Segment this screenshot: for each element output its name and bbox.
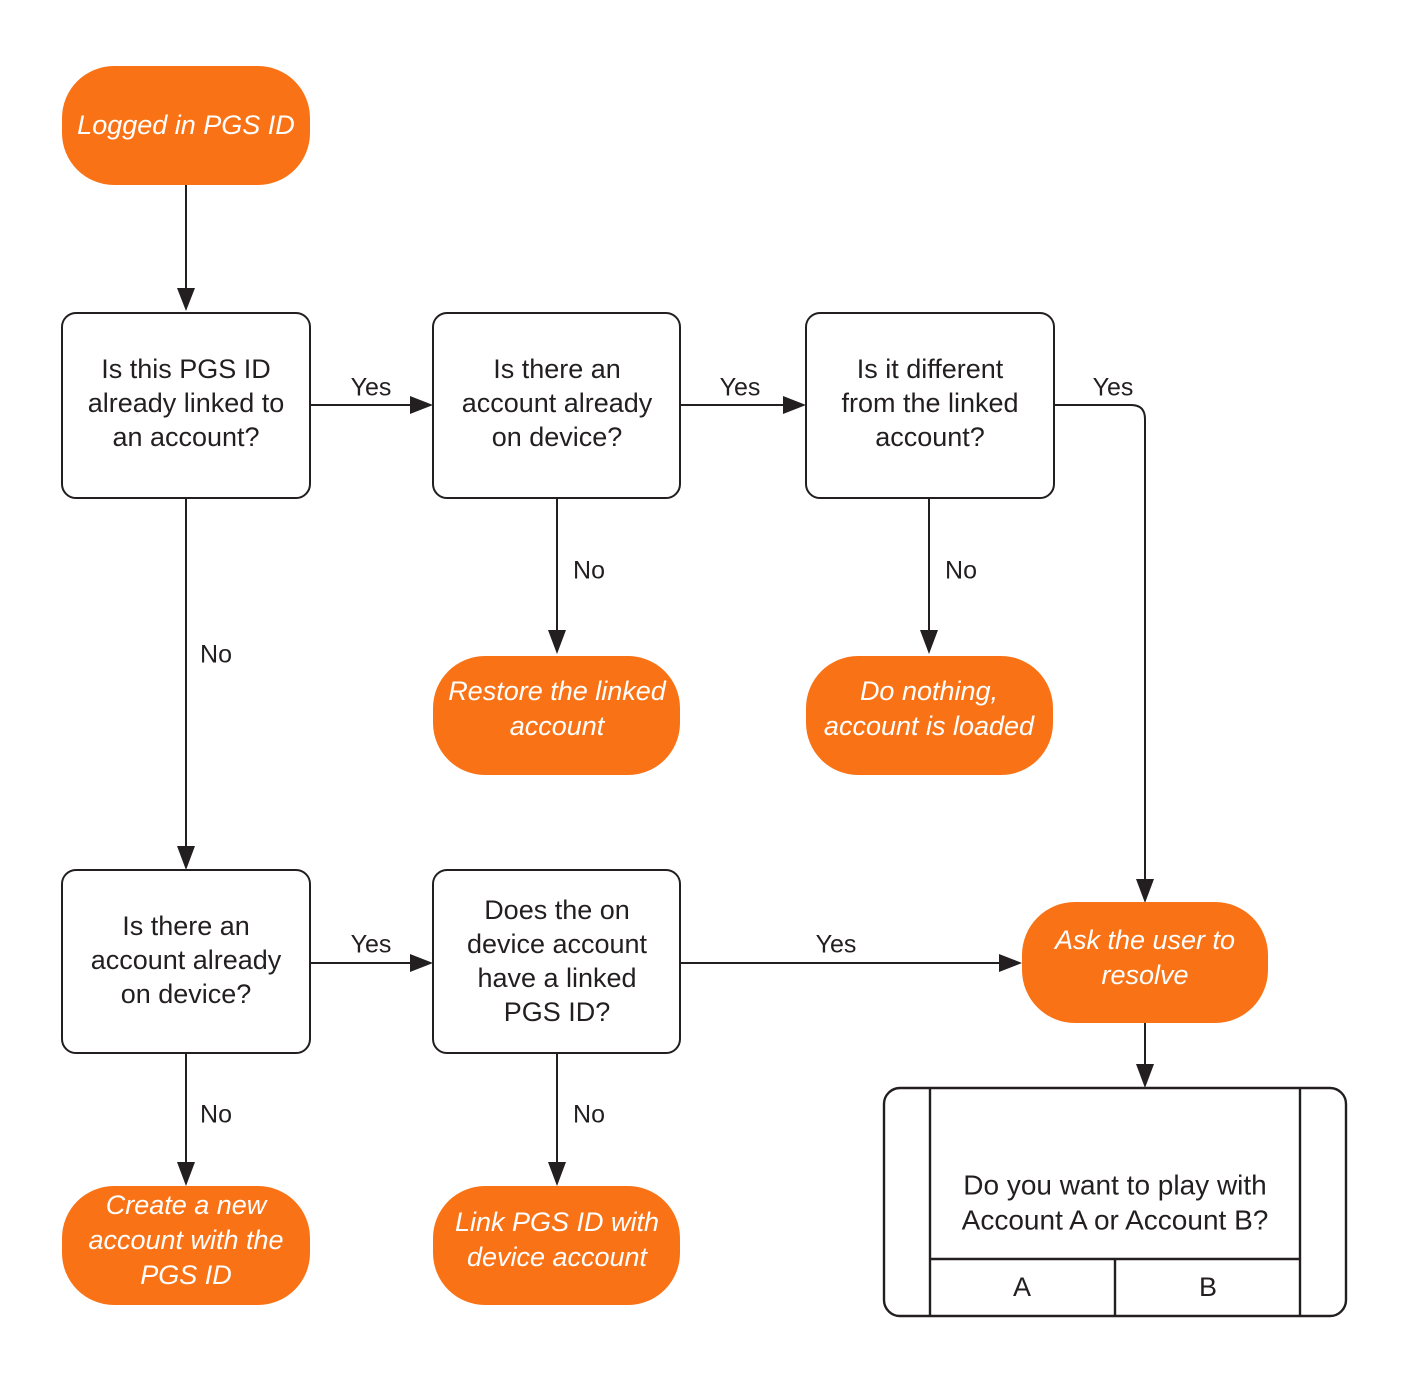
edge-label-d2-no: No <box>573 557 605 585</box>
dialog-question-line1: Do you want to play with <box>963 1169 1267 1200</box>
node-terminal-create-new-account[interactable]: Create a new account with the PGS ID <box>62 1186 310 1305</box>
edge-label-d4-yes: Yes <box>351 931 392 959</box>
node-ask-label-line1: Ask the user to <box>1053 925 1235 955</box>
node-d1-shape <box>61 312 311 499</box>
node-decision-account-on-device-bottom[interactable]: Is there an account already on device? <box>61 869 311 1054</box>
node-terminal-link-pgs-id[interactable]: Link PGS ID with device account <box>433 1186 680 1305</box>
node-d3-shape <box>805 312 1055 499</box>
node-d4-label-line1: Is there an <box>122 911 250 941</box>
node-restore-shape <box>433 656 680 775</box>
edge-label-d1-yes: Yes <box>351 374 392 402</box>
node-create-label-line2: account with the <box>88 1225 283 1255</box>
node-create-label-line1: Create a new <box>106 1190 268 1220</box>
node-d5-label-line3: have a linked <box>477 963 636 993</box>
edge-label-d3-yes: Yes <box>1093 374 1134 402</box>
node-d1-label-line1: Is this PGS ID <box>101 354 271 384</box>
node-decision-different-from-linked[interactable]: Is it different from the linked account? <box>805 312 1055 499</box>
node-d3-label-line2: from the linked <box>841 388 1018 418</box>
edge-d5-to-link-no: No <box>548 1053 605 1186</box>
edge-label-d4-no: No <box>200 1101 232 1129</box>
edge-label-d2-yes: Yes <box>720 374 761 402</box>
edge-d4-to-create-no: No <box>177 1053 232 1186</box>
node-link-shape <box>433 1186 680 1305</box>
node-start[interactable]: Logged in PGS ID <box>62 66 310 185</box>
edge-d2-to-restore-no: No <box>548 498 605 654</box>
edge-d3-to-donothing-no: No <box>920 498 977 654</box>
edge-ask-to-dialog <box>1136 1023 1154 1088</box>
node-d2-label-line1: Is there an <box>493 354 621 384</box>
node-link-label-line1: Link PGS ID with <box>455 1207 659 1237</box>
node-start-shape <box>62 66 310 185</box>
node-d1-label-line3: an account? <box>112 422 259 452</box>
node-d1-label-line2: already linked to <box>88 388 285 418</box>
node-d2-label-line3: on device? <box>492 422 623 452</box>
edge-d4-to-d5-yes: Yes <box>310 931 433 972</box>
node-donothing-label-line1: Do nothing, <box>860 676 998 706</box>
node-decision-device-account-has-linked-pgs-id[interactable]: Does the on device account have a linked… <box>432 869 681 1054</box>
node-decision-account-on-device-top[interactable]: Is there an account already on device? <box>432 312 681 499</box>
edge-label-d5-no: No <box>573 1101 605 1129</box>
edge-d1-to-d4-no: No <box>177 498 232 870</box>
node-d4-label-line2: account already <box>91 945 282 975</box>
node-d5-label-line2: device account <box>467 929 648 959</box>
edge-label-d5-yes: Yes <box>816 931 857 959</box>
edge-d2-to-d3-yes: Yes <box>680 374 806 414</box>
node-decision-pgs-linked[interactable]: Is this PGS ID already linked to an acco… <box>61 312 311 499</box>
node-create-shape <box>62 1186 310 1305</box>
node-d5-label-line1: Does the on <box>484 895 630 925</box>
edge-d5-to-ask-yes: Yes <box>680 931 1022 972</box>
edge-start-to-d1 <box>177 185 195 311</box>
node-terminal-restore-linked-account[interactable]: Restore the linked account <box>433 656 680 775</box>
node-d3-label-line1: Is it different <box>857 354 1004 384</box>
edge-d1-to-d2-yes: Yes <box>310 374 433 414</box>
node-start-label: Logged in PGS ID <box>77 110 295 140</box>
node-ask-label-line2: resolve <box>1101 960 1188 990</box>
node-d2-shape <box>432 312 681 499</box>
node-ask-shape <box>1022 902 1268 1023</box>
edge-label-d3-no: No <box>945 557 977 585</box>
edge-label-d1-no: No <box>200 641 232 669</box>
dialog-question-line2: Account A or Account B? <box>962 1204 1269 1235</box>
node-terminal-do-nothing[interactable]: Do nothing, account is loaded <box>806 656 1053 775</box>
node-restore-label-line1: Restore the linked <box>448 676 667 706</box>
node-d5-shape <box>432 869 681 1054</box>
dialog-button-a[interactable]: A <box>1013 1272 1031 1302</box>
dialog-button-b[interactable]: B <box>1199 1272 1217 1302</box>
node-restore-label-line2: account <box>510 711 606 741</box>
dialog-mockup: Do you want to play with Account A or Ac… <box>882 1086 1348 1318</box>
node-d4-label-line3: on device? <box>121 979 252 1009</box>
node-d3-label-line3: account? <box>875 422 985 452</box>
node-d4-shape <box>61 869 311 1054</box>
node-terminal-ask-user-to-resolve[interactable]: Ask the user to resolve <box>1022 902 1268 1023</box>
node-link-label-line2: device account <box>467 1242 649 1272</box>
node-donothing-shape <box>806 656 1053 775</box>
node-d2-label-line2: account already <box>462 388 653 418</box>
node-create-label-line3: PGS ID <box>140 1260 232 1290</box>
edge-d3-to-ask-yes: Yes <box>1054 374 1154 903</box>
node-d5-label-line4: PGS ID? <box>504 997 611 1027</box>
node-donothing-label-line2: account is loaded <box>824 711 1035 741</box>
